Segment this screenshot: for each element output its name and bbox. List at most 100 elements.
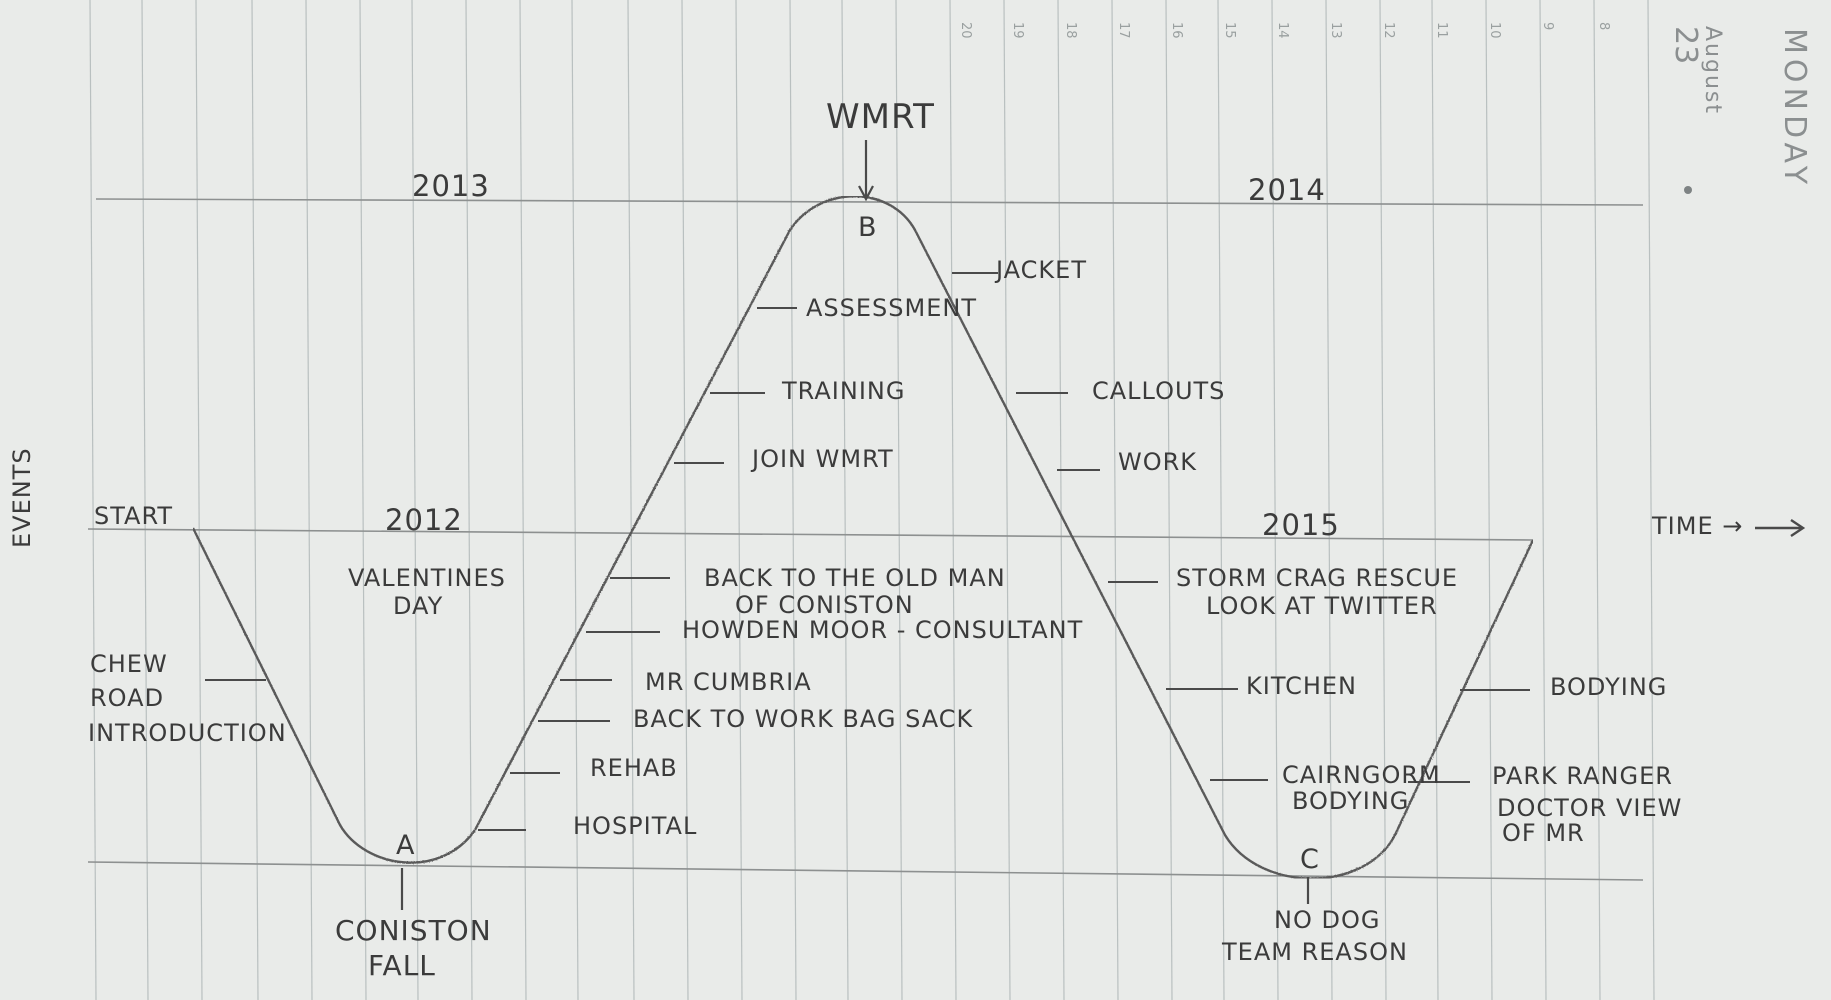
label-cairngorm-line2: BODYING <box>1292 787 1409 815</box>
label-kitchen: KITCHEN <box>1246 672 1357 700</box>
labels: WMRT START TIME → EVENTS 2013 2014 2012 … <box>8 97 1743 982</box>
ruled-line <box>1165 0 1173 1000</box>
ruled-line <box>195 0 203 1000</box>
ruled-line <box>465 0 473 1000</box>
time-label: TIME → <box>1651 512 1743 540</box>
node-b: B <box>858 212 878 243</box>
ruled-line <box>681 0 689 1000</box>
valentines-line1: VALENTINES <box>348 564 506 592</box>
node-c: C <box>1300 844 1320 875</box>
label-rehab: REHAB <box>590 754 678 782</box>
ruled-line <box>1057 0 1065 1000</box>
label-mr-cumbria: MR CUMBRIA <box>645 668 812 696</box>
ruled-line <box>89 0 97 1000</box>
ruled-line <box>949 0 957 1000</box>
ruled-line <box>359 0 367 1000</box>
label-cairngorm-line1: CAIRNGORM <box>1282 761 1441 789</box>
ruled-line <box>1325 0 1333 1000</box>
time-arrow <box>1755 519 1806 537</box>
diary-bullet <box>1684 186 1692 194</box>
ruled-line <box>1431 0 1439 1000</box>
ruled-line <box>251 0 259 1000</box>
label-hospital: HOSPITAL <box>573 812 697 840</box>
ruled-line <box>1593 0 1601 1000</box>
label-callouts: CALLOUTS <box>1092 377 1225 405</box>
chew-line3: INTRODUCTION <box>88 719 287 747</box>
guide-middle <box>87 528 1534 541</box>
label-assessment: ASSESSMENT <box>806 294 977 322</box>
guide-bottom <box>87 861 1644 881</box>
hour-number: 14 <box>1275 22 1290 39</box>
ruled-line <box>571 0 579 1000</box>
events-axis: EVENTS <box>8 447 36 548</box>
hour-number: 18 <box>1063 22 1078 39</box>
label-jacket: JACKET <box>994 256 1087 284</box>
guide-top <box>95 198 1644 206</box>
hour-number: 20 <box>958 22 973 39</box>
ruled-line <box>1003 0 1011 1000</box>
hour-number: 19 <box>1010 22 1025 39</box>
coniston-line2: FALL <box>368 949 436 982</box>
ruled-line <box>411 0 419 1000</box>
diary-header: MONDAY <box>1777 28 1812 189</box>
diary-month-group: August <box>1700 26 1725 115</box>
hour-number: 12 <box>1381 22 1396 39</box>
hour-number: 15 <box>1222 22 1237 39</box>
node-a: A <box>396 830 415 861</box>
ruled-line <box>841 0 849 1000</box>
label-howden: HOWDEN MOOR - CONSULTANT <box>682 616 1083 644</box>
label-park-ranger-line2: DOCTOR VIEW <box>1497 794 1682 822</box>
event-ticks <box>205 272 1530 831</box>
nodog-line1: NO DOG <box>1274 906 1380 934</box>
hour-number: 11 <box>1434 22 1449 39</box>
hour-number: 10 <box>1487 22 1502 39</box>
diary-day: MONDAY <box>1777 28 1812 189</box>
label-back-to-work: BACK TO WORK BAG SACK <box>633 705 974 733</box>
year-2014: 2014 <box>1248 173 1326 207</box>
ruled-line <box>1647 0 1655 1000</box>
label-bodying: BODYING <box>1550 673 1667 701</box>
chew-line2: ROAD <box>90 684 164 712</box>
year-2013: 2013 <box>412 169 490 203</box>
hour-numbers: 20 19 18 17 16 15 14 13 12 11 10 9 8 <box>958 22 1611 39</box>
diary-date: 23 <box>1668 26 1703 64</box>
ruled-line <box>305 0 313 1000</box>
label-storm-crag-line1: STORM CRAG RESCUE <box>1176 564 1458 592</box>
ruled-line <box>1379 0 1387 1000</box>
label-join: JOIN WMRT <box>750 445 894 473</box>
ruled-line <box>735 0 743 1000</box>
nodog-line2: TEAM REASON <box>1221 938 1408 966</box>
ruled-line <box>1111 0 1119 1000</box>
label-storm-crag-line2: LOOK AT TWITTER <box>1206 592 1438 620</box>
ruled-line <box>1539 0 1547 1000</box>
ruled-line <box>789 0 797 1000</box>
diary-month: August <box>1700 26 1725 115</box>
guide-lines <box>87 198 1644 881</box>
wmrt-arrowhead <box>858 185 874 202</box>
valentines-line2: DAY <box>393 592 443 620</box>
start-label: START <box>94 502 173 530</box>
label-work: WORK <box>1118 448 1197 476</box>
title-wmrt: WMRT <box>826 97 935 137</box>
chew-line1: CHEW <box>90 650 168 678</box>
label-park-ranger-line3: OF MR <box>1502 819 1585 847</box>
ruled-line <box>627 0 635 1000</box>
stems <box>400 140 1310 910</box>
hour-number: 17 <box>1116 22 1131 39</box>
year-2012: 2012 <box>385 503 463 537</box>
label-old-man-line2: OF CONISTON <box>735 591 914 619</box>
ruled-line <box>1485 0 1493 1000</box>
hour-number: 9 <box>1540 22 1555 30</box>
label-old-man-line1: BACK TO THE OLD MAN <box>704 564 1006 592</box>
coniston-line1: CONISTON <box>335 914 492 947</box>
ruled-line <box>141 0 149 1000</box>
hour-number: 8 <box>1596 22 1611 30</box>
year-2015: 2015 <box>1262 508 1340 542</box>
label-training: TRAINING <box>781 377 905 405</box>
hour-number: 16 <box>1169 22 1184 39</box>
hour-number: 13 <box>1328 22 1343 39</box>
ruled-lines <box>89 0 1655 1000</box>
